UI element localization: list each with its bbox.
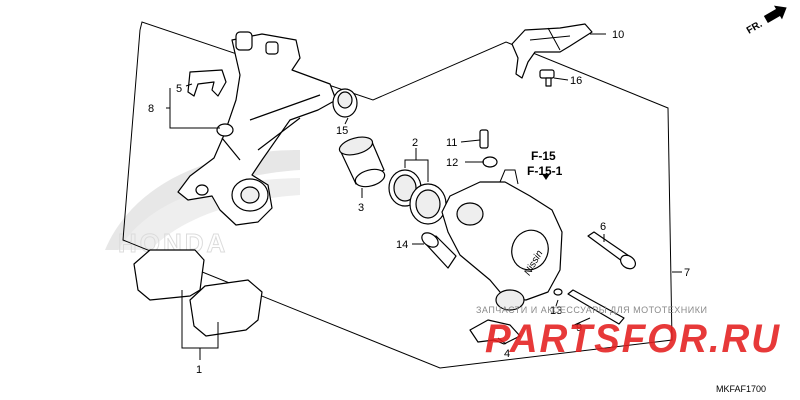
callout-10: 10 [612,29,624,41]
site-watermark-logo: PARTSFOR.RU [485,317,781,361]
callout-11: 11 [446,137,457,149]
piston-3 [338,136,386,188]
callout-3: 3 [358,202,364,214]
ref-arrow [542,174,550,180]
callout-16: 16 [570,75,582,87]
callout-1: 1 [196,364,202,376]
hose-clamp-10 [511,23,593,79]
pin-6 [587,231,637,270]
callout-labels: 1 2 3 4 5 6 7 8 9 10 11 12 13 14 15 16 [148,29,690,376]
callout-6: 6 [600,221,606,233]
site-watermark-logo-text: PARTSFOR.RU [485,317,781,361]
ring-13 [553,288,563,296]
callout-14: 14 [396,239,408,251]
bleeder-11 [479,129,489,149]
diagram-code: MKFAF1700 [716,384,766,394]
front-arrow-icon [763,5,787,23]
piston-seals-2 [388,169,447,225]
callout-15: 15 [336,125,348,137]
pin-9 [567,289,625,325]
callout-12: 12 [446,157,458,169]
caliper-bracket [177,31,337,226]
site-watermark-caption: ЗАПЧАСТИ И АКСЕССУАРЫ ДЛЯ МОТОТЕХНИКИ [476,305,707,315]
brake-pads-1 [133,249,263,337]
callout-5: 5 [176,83,182,95]
caliper-body: Nissin [441,169,563,311]
pin-14 [421,232,457,269]
fr-label: FR. [745,19,765,37]
leader-lines [166,33,682,360]
pad-spring-clip [187,69,227,97]
cap-12 [482,156,498,168]
front-direction-indicator: FR. [745,5,787,37]
bolt-16 [539,69,555,87]
callout-7: 7 [684,267,690,279]
ref-label-f15: F-15 [531,149,556,163]
callout-13: 13 [550,305,562,317]
callout-8: 8 [148,103,154,115]
callout-9: 9 [576,322,582,334]
boot-15 [332,88,358,118]
pad-spring-4 [469,319,521,345]
callout-4: 4 [504,348,510,360]
callout-2: 2 [412,137,418,149]
ref-label-f15-1: F-15-1 [527,164,563,178]
